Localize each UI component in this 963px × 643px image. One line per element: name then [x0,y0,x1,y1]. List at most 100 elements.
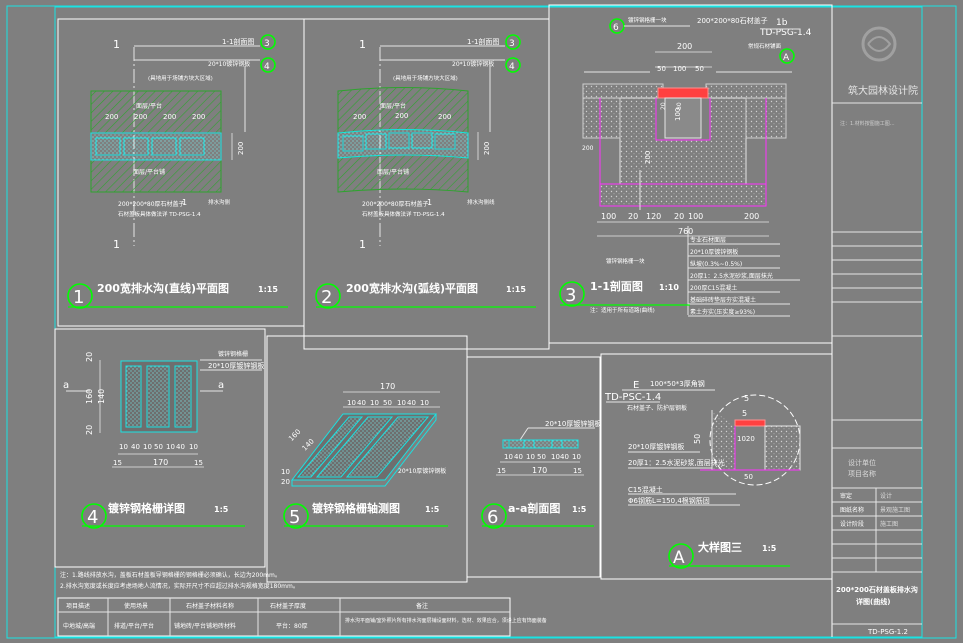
svg-text:4: 4 [87,507,98,528]
svg-text:200厚C15混凝土: 200厚C15混凝土 [690,284,737,292]
svg-text:1:5: 1:5 [425,505,440,514]
svg-text:200: 200 [395,112,408,120]
svg-text:40: 40 [407,399,416,407]
svg-text:20*10厚镀锌钢板: 20*10厚镀锌钢板 [628,442,684,451]
svg-text:10: 10 [189,443,198,451]
view-6-section-aa: 20*10厚镀锌钢板 10 40 10 50 10 40 10 15 170 1… [481,419,601,529]
svg-text:注：1.路线排放水沟，盖板石材盖板导钢格栅的钢格栅必须确认，: 注：1.路线排放水沟，盖板石材盖板导钢格栅的钢格栅必须确认，长边为200mm。 [60,571,281,579]
svg-text:50: 50 [695,65,704,73]
svg-text:50: 50 [744,473,753,481]
spec-table: 项目描述 使用场景 石材盖子材料名称 石材盖子厚度 备注 中地城/高端 排道/平… [57,597,547,637]
svg-text:140: 140 [301,437,316,452]
svg-text:A: A [783,53,790,63]
callout-circle-4 [260,57,276,73]
svg-text:石材盖子材料名称: 石材盖子材料名称 [186,602,234,610]
svg-text:中地城/高端: 中地城/高端 [63,622,95,630]
svg-text:备注: 备注 [416,602,428,610]
svg-text:200: 200 [677,42,692,51]
svg-text:1:15: 1:15 [506,285,526,294]
svg-text:a-a剖面图: a-a剖面图 [508,501,560,515]
svg-text:镀锌钢格栅: 镀锌钢格栅 [218,350,248,358]
svg-text:10: 10 [572,453,581,461]
svg-text:40: 40 [357,399,366,407]
svg-text:面层/平台: 面层/平台 [380,102,406,110]
svg-text:1: 1 [359,38,366,51]
section-mark-bottom: 1 [113,238,120,251]
svg-text:10: 10 [370,399,379,407]
svg-text:20*10厚镀锌钢板: 20*10厚镀锌钢板 [545,419,601,428]
svg-text:200*200*80厚石材盖子: 200*200*80厚石材盖子 [118,200,185,208]
view-a-detail: E 100*50*3厚角钢 TD-PSC-1.4 石材盖子、防护层钢板 5 50… [604,379,801,569]
drawing-number: TD-PSG-1.2 [867,628,908,636]
svg-text:镀锌钢格栅一块: 镀锌钢格栅一块 [606,257,645,265]
svg-text:10: 10 [526,453,535,461]
svg-text:15: 15 [497,467,506,475]
svg-text:10: 10 [504,453,513,461]
svg-text:3: 3 [509,39,515,49]
svg-text:100: 100 [673,65,686,73]
svg-text:200: 200 [163,113,176,121]
svg-text:审定: 审定 [840,492,852,500]
svg-text:1:5: 1:5 [572,505,587,514]
svg-text:20: 20 [674,212,684,221]
svg-text:50: 50 [537,453,546,461]
material-list: 专业石材面层 20*10厚镀锌钢板 纵坡(0.3%~0.5%) 20厚1：2.5… [688,236,800,317]
svg-text:200: 200 [105,113,118,121]
svg-text:40: 40 [560,453,569,461]
svg-text:1-1剖面图: 1-1剖面图 [467,37,499,46]
svg-text:a: a [218,380,224,391]
view-2-plan-curved: 1 1 1-1剖面图 20*10镀锌钢板 3 4 (具地用于场铺方块大区域) 面… [315,34,536,309]
svg-text:1b: 1b [776,18,788,28]
svg-text:40: 40 [176,443,185,451]
svg-text:200*200*80厚石材盖子: 200*200*80厚石材盖子 [362,200,429,208]
svg-text:1: 1 [182,198,187,207]
callout-circle-3 [260,34,276,50]
svg-text:760: 760 [678,227,693,236]
svg-text:40: 40 [514,453,523,461]
svg-text:15: 15 [113,459,122,467]
svg-text:面层/平台: 面层/平台 [136,102,162,110]
svg-text:1: 1 [427,198,432,207]
svg-text:镀锌钢格栅一块: 镀锌钢格栅一块 [628,16,667,24]
svg-text:a: a [63,380,69,391]
svg-text:50: 50 [383,399,392,407]
svg-text:200: 200 [744,212,759,221]
svg-text:50: 50 [693,434,702,444]
svg-text:50: 50 [154,443,163,451]
svg-text:石材盖板具体做法详 TD-PSG-1.4: 石材盖板具体做法详 TD-PSG-1.4 [362,210,445,218]
svg-text:170: 170 [153,458,168,467]
svg-text:10: 10 [166,443,175,451]
svg-text:施工图: 施工图 [880,520,898,528]
svg-text:160: 160 [287,428,302,443]
svg-text:1:5: 1:5 [762,544,777,553]
company-logo-icon [861,26,897,62]
svg-text:10: 10 [143,443,152,451]
svg-text:10: 10 [119,443,128,451]
company-name: 筑大园林设计院 [848,84,918,97]
svg-text:注：适用于所有道路(曲线): 注：适用于所有道路(曲线) [590,306,655,314]
view-1-plan-straight: 1 1 1-1剖面图 20*10镀锌钢板 3 4 (具地用于场铺方块大区域) 面… [67,34,288,309]
svg-text:20: 20 [660,102,667,110]
svg-text:1:10: 1:10 [659,283,679,292]
svg-text:200: 200 [353,113,366,121]
svg-text:140: 140 [97,389,106,404]
svg-text:面层/平台铺: 面层/平台铺 [133,168,165,176]
svg-text:20*10厚镀锌钢板: 20*10厚镀锌钢板 [208,361,264,370]
outer-border [6,5,957,639]
svg-text:注：1.材料按图施工图...: 注：1.材料按图施工图... [840,120,895,127]
svg-text:200: 200 [237,142,245,155]
svg-text:3: 3 [264,39,270,49]
svg-text:3: 3 [565,285,576,306]
svg-text:20厚1：2.5水泥砂浆,面层抹光: 20厚1：2.5水泥砂浆,面层抹光 [628,458,725,467]
view-4-grating-detail: 镀锌钢格栅 20*10厚镀锌钢板 a a 20 160 140 20 10 40… [63,350,264,529]
svg-text:面层/平台铺: 面层/平台铺 [377,168,409,176]
svg-text:20: 20 [281,478,290,486]
svg-text:设计单位: 设计单位 [848,458,876,467]
svg-text:A: A [673,548,685,568]
svg-text:TD-PSC-1.4: TD-PSC-1.4 [604,392,661,403]
svg-text:6: 6 [613,23,619,33]
svg-text:20*10镀锌钢板: 20*10镀锌钢板 [452,60,494,68]
svg-text:170: 170 [380,382,395,391]
svg-text:200: 200 [582,145,594,152]
svg-text:景观施工图: 景观施工图 [880,506,910,514]
